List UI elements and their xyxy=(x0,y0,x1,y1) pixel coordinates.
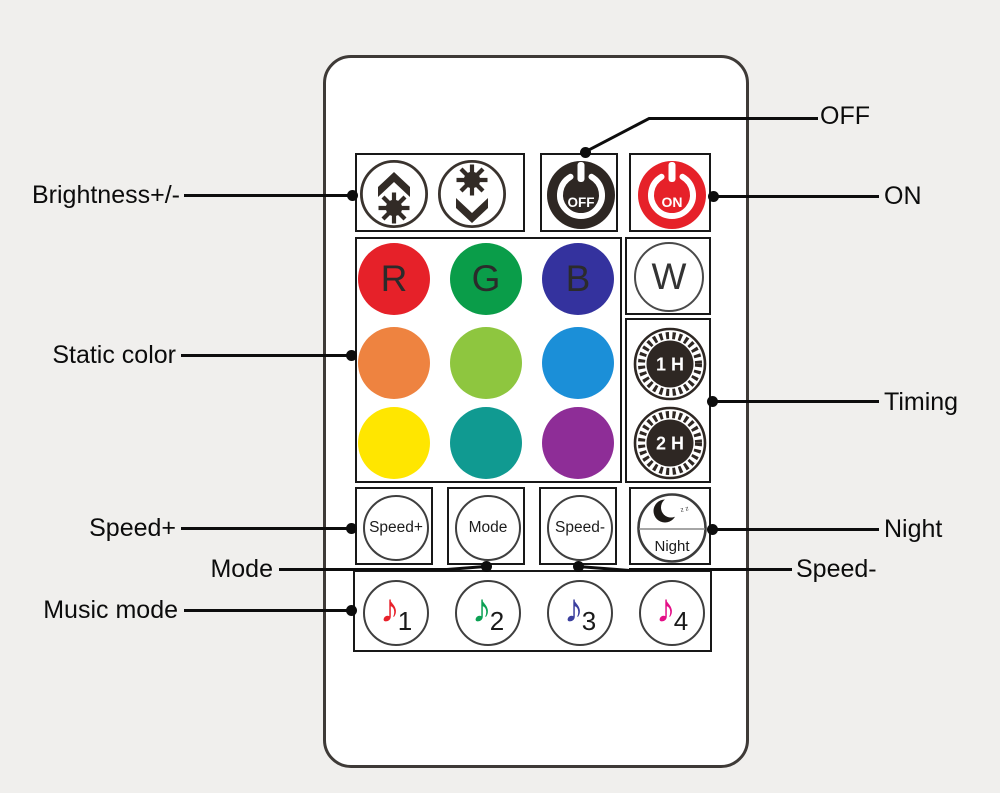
callout-music-mode: Music mode xyxy=(43,596,178,624)
color-label: W xyxy=(651,256,687,297)
music-note-icon: ♪ xyxy=(655,587,676,631)
timing-2h-button[interactable]: 2 H xyxy=(633,406,707,480)
off-button-box: OFF xyxy=(540,153,618,232)
sleep-marks: z z xyxy=(680,505,690,514)
music-button-number: 4 xyxy=(673,605,689,636)
callout-static-color: Static color xyxy=(52,341,176,369)
music-note-icon: ♪ xyxy=(563,587,584,631)
callout-night: Night xyxy=(884,515,943,543)
music-button-1[interactable]: ♪ 1 xyxy=(363,580,429,646)
music-button-2[interactable]: ♪ 2 xyxy=(455,580,521,646)
color-button-yellowgreen[interactable] xyxy=(450,327,522,399)
brightness-up-icon xyxy=(360,160,428,228)
leader-line-on xyxy=(713,195,879,198)
off-button-label: OFF xyxy=(568,195,595,210)
leader-line-speed-plus xyxy=(181,527,351,530)
color-button-yellow[interactable] xyxy=(358,407,430,479)
music-button-group: ♪ 1 ♪ 2 ♪ 3 ♪ 4 xyxy=(353,570,712,652)
power-icon xyxy=(648,162,696,219)
music-button-number: 2 xyxy=(489,605,505,636)
clock-dial-icon xyxy=(633,327,707,401)
color-label: G xyxy=(471,258,501,299)
mode-label: Mode xyxy=(468,519,508,536)
on-button-label: ON xyxy=(662,194,683,210)
leader-line-off xyxy=(649,117,818,120)
callout-brightness: Brightness+/- xyxy=(32,181,180,209)
leader-dot-static-color xyxy=(346,350,357,361)
music-button-4[interactable]: ♪ 4 xyxy=(639,580,705,646)
power-icon xyxy=(557,162,605,219)
mode-button[interactable]: Mode xyxy=(455,495,521,561)
callout-speed-minus: Speed- xyxy=(796,555,877,583)
music-button-3[interactable]: ♪ 3 xyxy=(547,580,613,646)
callout-timing: Timing xyxy=(884,388,959,416)
speed-minus-button[interactable]: Speed- xyxy=(547,495,613,561)
on-button[interactable]: ON xyxy=(636,159,708,231)
leader-line-speed-minus xyxy=(629,568,792,571)
leader-line-night xyxy=(712,528,879,531)
music-note-icon: ♪ xyxy=(471,587,492,631)
leader-line-brightness xyxy=(184,194,352,197)
timing-1h-button[interactable]: 1 H xyxy=(633,327,707,401)
timing-1h-label: 1 H xyxy=(656,355,684,375)
leader-line-timing xyxy=(712,400,879,403)
leader-dot-brightness xyxy=(347,190,358,201)
night-button[interactable]: z z Night xyxy=(636,492,708,564)
color-button-red[interactable]: R xyxy=(358,243,430,315)
music-button-number: 1 xyxy=(397,605,413,636)
leader-dot-speed-minus xyxy=(573,561,584,572)
leader-line-music-mode xyxy=(184,609,351,612)
callout-off: OFF xyxy=(820,102,870,130)
speed-minus-label: Speed- xyxy=(555,519,605,536)
speed-plus-button-box: Speed+ xyxy=(355,487,433,565)
brightness-down-button[interactable] xyxy=(437,159,507,229)
leader-dot-timing xyxy=(707,396,718,407)
speed-minus-button-box: Speed- xyxy=(539,487,617,565)
timing-2h-label: 2 H xyxy=(656,434,684,454)
timing-button-group: 1 H 2 H xyxy=(625,318,711,483)
callout-mode: Mode xyxy=(210,555,273,583)
leader-dot-on xyxy=(708,191,719,202)
on-button-box: ON xyxy=(629,153,711,232)
color-button-white[interactable]: W xyxy=(634,242,704,312)
color-button-azure[interactable] xyxy=(542,327,614,399)
leader-dot-night xyxy=(707,524,718,535)
speed-plus-label: Speed+ xyxy=(369,519,423,536)
static-color-grid: R G B xyxy=(355,237,622,483)
off-button[interactable]: OFF xyxy=(545,159,617,231)
mode-button-box: Mode xyxy=(447,487,525,565)
music-note-icon: ♪ xyxy=(379,587,400,631)
moon-icon xyxy=(653,497,681,523)
brightness-button-group xyxy=(355,153,525,232)
color-button-blue[interactable]: B xyxy=(542,243,614,315)
leader-dot-speed-plus xyxy=(346,523,357,534)
color-label: B xyxy=(565,258,591,299)
leader-line-mode xyxy=(279,568,447,571)
leader-dot-mode xyxy=(481,561,492,572)
white-button-box: W xyxy=(625,237,711,315)
callout-on: ON xyxy=(884,182,922,210)
brightness-up-button[interactable] xyxy=(359,159,429,229)
clock-dial-icon xyxy=(633,406,707,480)
leader-dot-off xyxy=(580,147,591,158)
night-label: Night xyxy=(654,538,690,555)
brightness-down-icon xyxy=(438,160,506,228)
night-button-box: z z Night xyxy=(629,487,711,565)
color-label: R xyxy=(380,258,408,299)
color-button-purple[interactable] xyxy=(542,407,614,479)
leader-dot-music-mode xyxy=(346,605,357,616)
callout-speed-plus: Speed+ xyxy=(89,514,176,542)
leader-line-static-color xyxy=(181,354,351,357)
music-button-number: 3 xyxy=(581,605,597,636)
color-button-green[interactable]: G xyxy=(450,243,522,315)
color-button-orange[interactable] xyxy=(358,327,430,399)
speed-plus-button[interactable]: Speed+ xyxy=(363,495,429,561)
color-button-teal[interactable] xyxy=(450,407,522,479)
